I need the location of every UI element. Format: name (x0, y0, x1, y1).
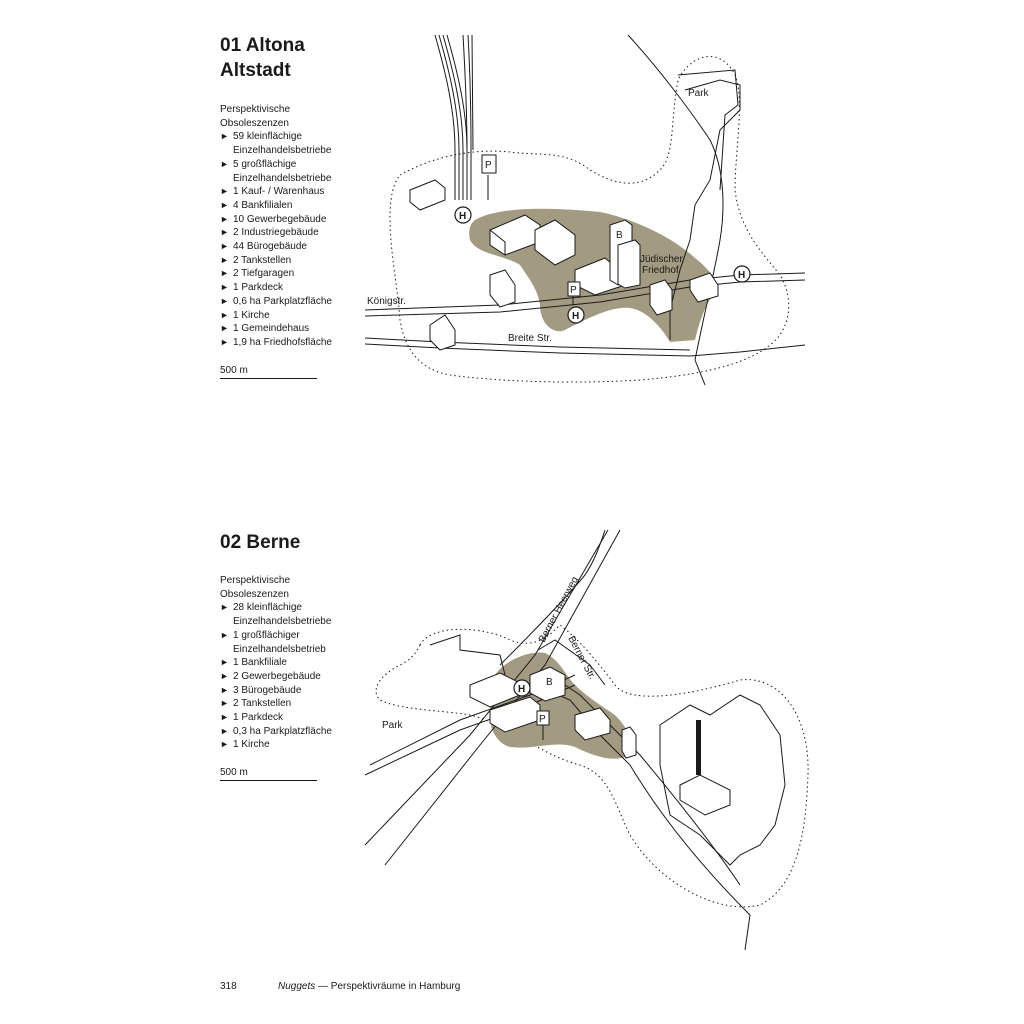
label-koenigstr: Königstr. (367, 296, 406, 307)
arrow-icon: ► (220, 158, 229, 169)
label-friedhof-line1: Jüdischer (640, 254, 683, 265)
svg-text:H: H (459, 211, 466, 222)
label-friedhof-line2: Friedhof (642, 265, 679, 276)
arrow-icon: ► (220, 698, 229, 709)
scale-bar-altona: 500 m (220, 365, 317, 379)
buildings (469, 666, 731, 816)
list-item: ►1 Gemeindehaus (220, 323, 310, 335)
page-footer: 318 Nuggets — Perspektivräume in Hamburg (220, 981, 460, 992)
list-item: ►2 Gewerbegebäude (220, 670, 321, 682)
svg-text:B: B (616, 230, 623, 241)
book-title: Nuggets (278, 981, 316, 992)
arrow-icon: ► (220, 227, 229, 238)
list-item: ►2 Tiefgaragen (220, 268, 295, 280)
list-item: ►4 Bankfilialen (220, 199, 293, 211)
scale-bar-berne: 500 m (220, 767, 317, 781)
station-icon: H (513, 679, 531, 697)
arrow-icon: ► (220, 241, 229, 252)
arrow-icon: ► (220, 725, 229, 736)
arrow-icon: ► (220, 131, 229, 142)
bank-icon: B (616, 230, 623, 241)
list-item: ►1 Kauf- / Warenhaus (220, 186, 325, 198)
label-park: Park (688, 88, 710, 99)
map-berne: Park Berner Heerweg Berner Str. H P B (364, 529, 809, 951)
list-item: ►2 Industriegebäude (220, 227, 319, 239)
svg-text:H: H (572, 311, 579, 322)
parking-sign-icon: P (567, 281, 581, 305)
arrow-icon: ► (220, 282, 229, 293)
arrow-icon: ► (220, 336, 229, 347)
parking-sign-icon: P (481, 154, 497, 200)
arrow-icon: ► (220, 199, 229, 210)
list-item: ►59 kleinflächige Einzelhandelsbetriebe (220, 131, 332, 157)
arrow-icon: ► (220, 712, 229, 723)
station-icon: H (567, 306, 585, 324)
page-number: 318 (220, 981, 237, 992)
arrow-icon: ► (220, 602, 229, 613)
list-item: ►0,3 ha Parkplatzfläche (220, 725, 332, 737)
svg-text:H: H (518, 684, 525, 695)
list-item: ►2 Tankstellen (220, 698, 292, 710)
arrow-icon: ► (220, 657, 229, 668)
arrow-icon: ► (220, 739, 229, 750)
list-item: ►1 Kirche (220, 309, 270, 321)
arrow-icon: ► (220, 670, 229, 681)
list-item: ►10 Gewerbegebäude (220, 213, 327, 225)
list-item: ►1 Parkdeck (220, 282, 284, 294)
railway-tracks (434, 34, 474, 200)
label-breite-str: Breite Str. (508, 333, 552, 344)
list-item: ►0,6 ha Parkplatzfläche (220, 295, 332, 307)
arrow-icon: ► (220, 323, 229, 334)
list-item: ►1 großflächiger Einzelhandelsbetrieb (220, 629, 326, 655)
list-item: ►1 Parkdeck (220, 712, 284, 724)
list-item: ►28 kleinflächige Einzelhandelsbetriebe (220, 602, 332, 628)
arrow-icon: ► (220, 268, 229, 279)
buildings (409, 179, 719, 351)
park-area (677, 69, 739, 191)
section-title-berne: 02 Berne (220, 532, 301, 553)
chimney-icon (696, 720, 701, 775)
bank-icon: B (546, 677, 553, 688)
list-item: ►3 Bürogebäude (220, 684, 302, 696)
map-boundary (375, 624, 809, 908)
arrow-icon: ► (220, 186, 229, 197)
svg-text:P: P (485, 160, 492, 171)
industrial-block (659, 694, 786, 866)
arrow-icon: ► (220, 295, 229, 306)
arrow-icon: ► (220, 309, 229, 320)
svg-text:B: B (546, 677, 553, 688)
svg-text:H: H (738, 270, 745, 281)
arrow-icon: ► (220, 254, 229, 265)
park-area (429, 634, 506, 676)
arrow-icon: ► (220, 684, 229, 695)
svg-text:P: P (570, 285, 577, 296)
list-item: ►1,9 ha Friedhofsfläche (220, 336, 332, 348)
arrow-icon: ► (220, 213, 229, 224)
list-item: ►2 Tankstellen (220, 254, 292, 266)
list-item: ►44 Bürogebäude (220, 241, 307, 253)
label-berner-str: Berner Str. (565, 634, 597, 681)
list-item: ►5 großflächige Einzelhandelsbetriebe (220, 158, 332, 184)
station-icon: H (454, 206, 472, 224)
list-item: ►1 Bankfiliale (220, 657, 287, 669)
svg-text:P: P (539, 714, 546, 725)
section-title-altona: 01 Altona Altstadt (220, 35, 305, 81)
station-icon: H (733, 265, 751, 283)
book-subtitle: — Perspektivräume in Hamburg (315, 981, 461, 992)
map-altona: Park Königstr. Breite Str. Jüdischer Fri… (364, 34, 806, 386)
label-park: Park (382, 720, 404, 731)
list-item: ►1 Kirche (220, 739, 270, 751)
arrow-icon: ► (220, 629, 229, 640)
parking-sign-icon: P (536, 710, 550, 740)
